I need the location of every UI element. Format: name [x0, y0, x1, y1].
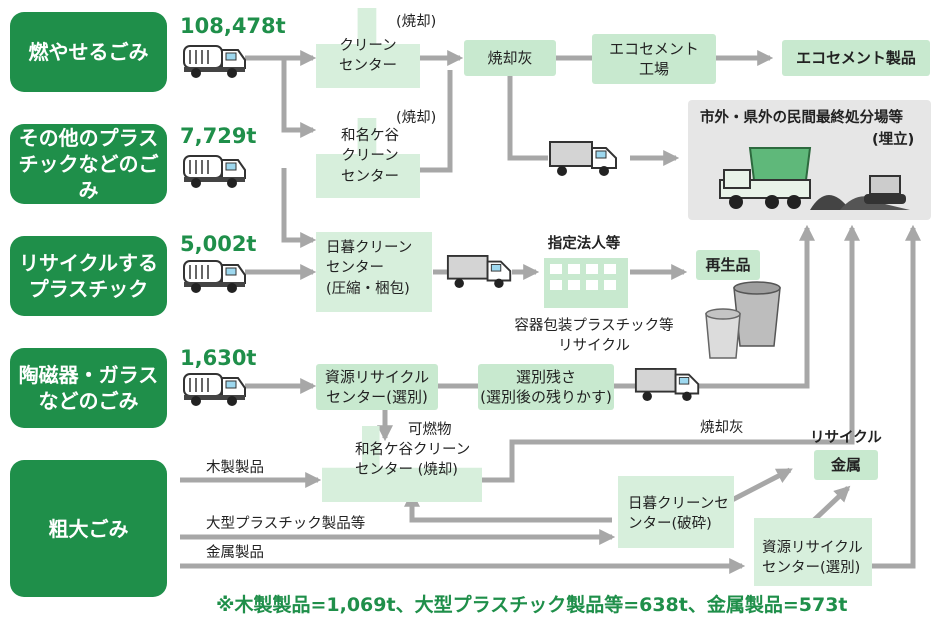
- arrow-wanaga-bulky-ash: [480, 224, 861, 483]
- metal-products-label: 金属製品: [206, 545, 264, 561]
- truck-icon: [549, 141, 617, 176]
- arrow-shigen2-to-metal: [810, 485, 851, 524]
- landfill-title: 市外・県外の民間最終処分場等: [700, 110, 903, 126]
- nippori-compress-label: 日暮クリーン センター (圧縮・梱包): [326, 240, 413, 297]
- bin-icon: [705, 281, 781, 359]
- arrow-plastic-to-nippori: [281, 168, 317, 249]
- garbage-truck-icon: [183, 260, 246, 293]
- combustibles-label: 可燃物: [408, 422, 452, 438]
- ecocement-product-box: エコセメント製品: [782, 40, 930, 76]
- arrow-shigen2-to-landfill: [872, 224, 922, 569]
- source-burnable: 燃やせるごみ: [10, 12, 167, 92]
- garbage-truck-icon: [183, 45, 246, 78]
- source-other-plastic: その他のプラス チックなどのごみ: [10, 124, 167, 204]
- factory-icon: [316, 232, 432, 312]
- tonnage-recycle-plastic: 5,002t: [180, 232, 257, 256]
- shigen-center-1-box: 資源リサイクル センター(選別): [316, 364, 438, 410]
- nippori-crush-label: 日暮クリーンセ ンター(破砕): [628, 496, 729, 533]
- wood-label: 木製製品: [206, 460, 264, 476]
- wanaga-tag: (焼却): [396, 110, 437, 126]
- large-plastic-label: 大型プラスチック製品等: [206, 516, 366, 532]
- footnote: ※木製製品=1,069t、大型プラスチック製品等=638t、金属製品=573t: [216, 594, 848, 616]
- arrow-ash-down: [507, 76, 548, 161]
- source-bulky: 粗大ごみ: [10, 460, 167, 597]
- designated-corp-label: 指定法人等: [547, 236, 621, 252]
- garbage-truck-icon: [183, 373, 246, 406]
- dump-truck-icon: [719, 147, 910, 210]
- tonnage-ceramics-glass: 1,630t: [180, 346, 257, 370]
- shigen-center-2-label: 資源リサイクル センター(選別): [762, 540, 863, 577]
- wanaga-clean-center-label: 和名ケ谷 クリーン センター: [341, 128, 399, 185]
- recycle-label: リサイクル: [810, 430, 882, 446]
- ecocement-factory-box: エコセメント 工場: [592, 34, 716, 84]
- tonnage-other-plastic: 7,729t: [180, 124, 257, 148]
- factory-icon: [754, 518, 872, 586]
- ash-box: 焼却灰: [464, 40, 556, 76]
- arrow-crush-to-metal: [730, 467, 793, 503]
- building-grid-icon: [544, 258, 628, 308]
- ash-label-2: 焼却灰: [700, 420, 744, 436]
- metal-box: 金属: [814, 450, 878, 480]
- wanaga-bulky-label: 和名ケ谷クリーン センター (焼却): [355, 442, 471, 479]
- arrow-crush-to-wanaga: [403, 490, 612, 523]
- arrow-burnable-to-wanaga: [281, 58, 317, 139]
- recycled-product-box: 再生品: [696, 250, 760, 280]
- arrow-wanaga-to-ash: [420, 70, 453, 173]
- clean-center-tag: (焼却): [396, 14, 437, 30]
- truck-icon: [446, 255, 512, 289]
- source-ceramics-glass: 陶磁器・ガラス などのごみ: [10, 348, 167, 428]
- sorting-residue-box: 選別残さ (選別後の残りかす): [478, 364, 614, 410]
- factory-icon: [618, 476, 734, 548]
- container-recycling-label: 容器包装プラスチック等 リサイクル: [514, 318, 674, 355]
- garbage-truck-icon: [183, 155, 246, 188]
- source-recycle-plastic: リサイクルする プラスチック: [10, 236, 167, 316]
- clean-center-label: クリーン センター: [339, 38, 397, 75]
- arrow-residue-truck-up: [698, 224, 816, 389]
- truck-icon: [634, 368, 700, 402]
- tonnage-burnable: 108,478t: [180, 14, 286, 38]
- landfill-tag: (埋立): [872, 132, 915, 148]
